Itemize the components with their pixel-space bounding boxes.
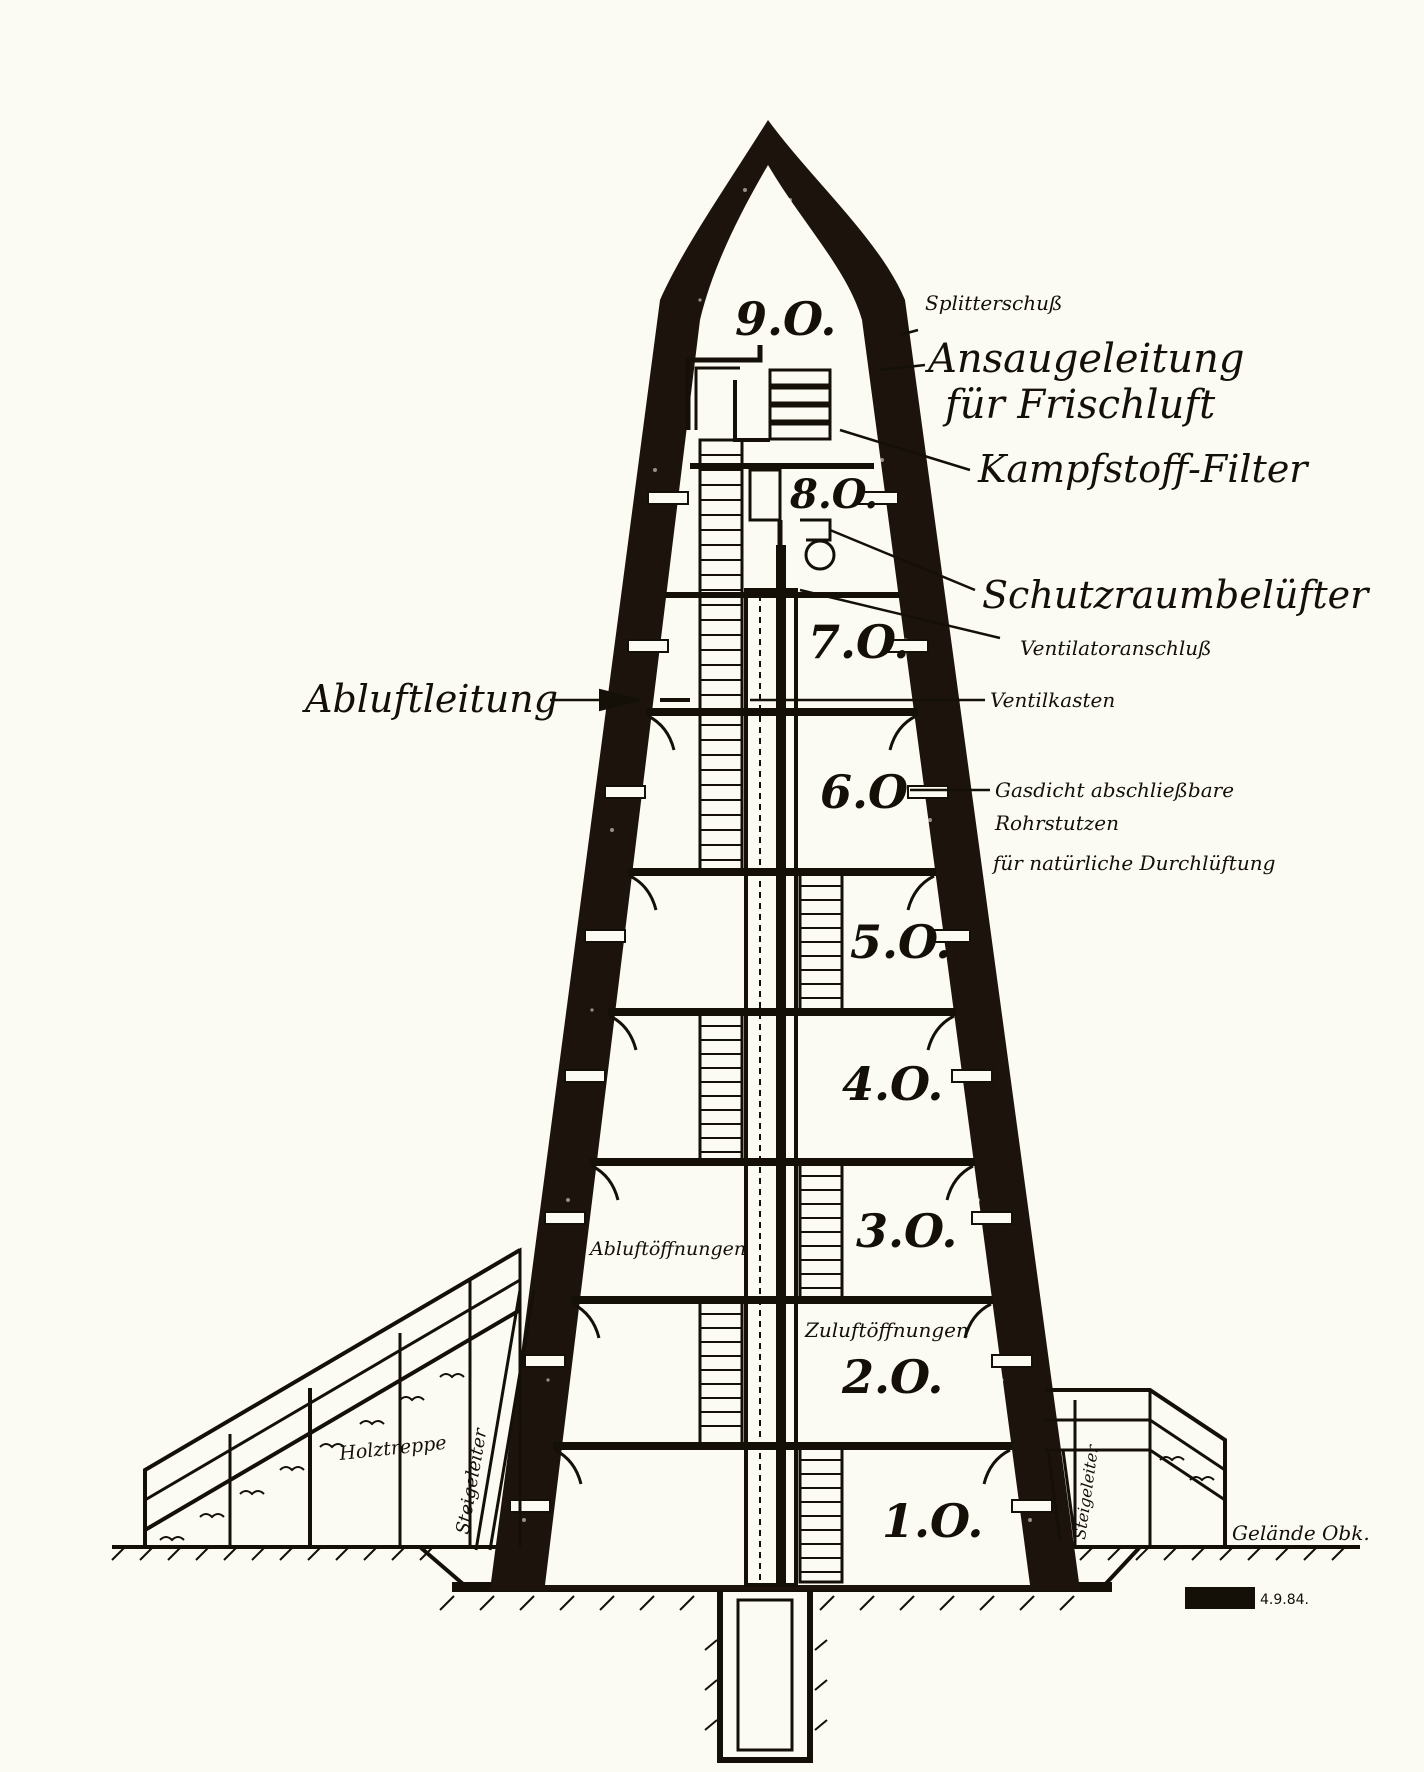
label-holztreppe: Holztreppe xyxy=(337,1432,447,1465)
label-gelaende-obk: Gelände Obk. xyxy=(1232,1521,1370,1545)
label-gasdicht-1: Gasdicht abschließbare xyxy=(995,778,1234,802)
floor-label-6: 6.O xyxy=(820,765,908,819)
floor-label-9: 9.O. xyxy=(735,292,836,346)
floor-label-1: 1.O. xyxy=(882,1494,983,1548)
label-ansaugeleitung: Ansaugeleitung xyxy=(924,336,1245,382)
label-splitterschutz: Splitterschuß xyxy=(925,291,1062,315)
label-zuluftoeffnungen: Zuluftöffnungen xyxy=(804,1318,969,1342)
label-ventilkasten: Ventilkasten xyxy=(990,688,1115,712)
ladder-right xyxy=(1046,1449,1077,1541)
label-gasdicht-2: Rohrstutzen xyxy=(994,811,1119,835)
wooden-staircase-left xyxy=(143,1247,522,1547)
label-ventilatoranschluss: Ventilatoranschluß xyxy=(1020,636,1212,660)
stamp-code: 4.9.84. xyxy=(1260,1592,1309,1608)
floor-label-2: 2.O. xyxy=(841,1350,943,1404)
foundation-pit xyxy=(704,1592,828,1763)
leader-lines xyxy=(550,328,1001,792)
label-kampfstoff-filter: Kampfstoff-Filter xyxy=(977,447,1310,491)
ventilation-equipment xyxy=(599,345,836,712)
label-fuer-frischluft: für Frischluft xyxy=(942,382,1216,428)
ladder-left xyxy=(474,1289,536,1551)
internal-stairs xyxy=(698,438,844,1584)
floor-label-4: 4.O. xyxy=(842,1057,943,1111)
floor-labels: 9.O. 8.O. 7.O. 6.O 5.O. 4.O. 3.O. 2.O. 1… xyxy=(735,292,983,1548)
label-steigeleiter-left: Steigeleiter xyxy=(452,1426,491,1536)
floor-label-7: 7.O. xyxy=(808,615,909,669)
floor-label-3: 3.O. xyxy=(856,1204,957,1258)
wooden-staircase-right xyxy=(1045,1388,1227,1547)
central-shaft xyxy=(744,545,798,1587)
label-abluftoeffnungen: Abluftöffnungen xyxy=(588,1238,746,1260)
floor-label-5: 5.O. xyxy=(850,915,951,969)
publisher-stamp: 4.9.84. xyxy=(1185,1587,1309,1609)
label-gasdicht-3: für natürliche Durchlüftung xyxy=(991,851,1275,875)
label-schutzraumbeluefter: Schutzraumbelüfter xyxy=(982,573,1371,617)
floor-label-8: 8.O. xyxy=(789,471,878,518)
label-abluftleitung: Abluftleitung xyxy=(302,677,558,721)
